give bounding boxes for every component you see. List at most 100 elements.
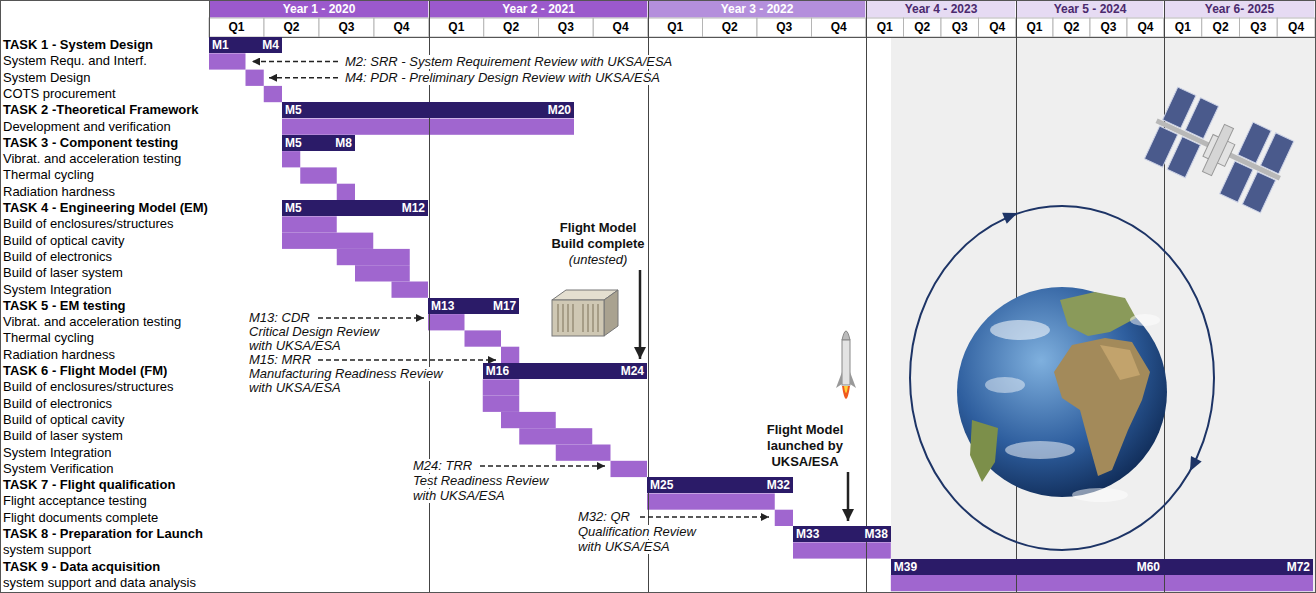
quarter-header: Q4 — [989, 18, 1005, 37]
subtask-name: System Integration — [3, 282, 111, 298]
quarter-header-cell — [593, 18, 648, 37]
subtask-bar — [246, 70, 264, 86]
subtask-bar — [483, 396, 520, 412]
review-callout: M2: SRR - System Requirement Review with… — [343, 55, 674, 69]
task-heading: TASK 1 - System Design — [3, 37, 153, 53]
subtask-bar — [483, 379, 520, 395]
grid-line — [209, 37, 1315, 38]
milestone-label: M72 — [1287, 559, 1310, 575]
subtask-name: Build of laser system — [3, 265, 123, 281]
year-header: Year 3 - 2022 — [721, 0, 794, 18]
quarter-header-cell — [904, 18, 942, 37]
quarter-header: Q2 — [1213, 18, 1229, 37]
subtask-name: Flight acceptance testing — [3, 493, 147, 509]
review-callout: Manufacturing Readiness Review — [247, 367, 445, 381]
quarter-header: Q1 — [667, 18, 683, 37]
subtask-bar — [891, 575, 1313, 591]
milestone-label: M38 — [864, 526, 887, 542]
task-heading: TASK 2 -Theoretical Framework — [3, 102, 199, 118]
milestone-label: M17 — [493, 298, 516, 314]
subtask-name: Radiation hardness — [3, 347, 115, 363]
quarter-header-cell — [1277, 18, 1315, 37]
earth-globe — [1072, 488, 1128, 502]
rocket — [836, 372, 842, 388]
quarter-header-cell — [264, 18, 319, 37]
review-callout: M13: CDR — [247, 311, 312, 325]
quarter-header-cell — [539, 18, 594, 37]
orbit-illustration — [910, 206, 1214, 550]
quarter-header: Q2 — [914, 18, 930, 37]
task-heading: TASK 8 - Preparation for Launch — [3, 526, 203, 542]
quarter-header-cell — [1164, 18, 1202, 37]
subtask-name: Build of electronics — [3, 396, 112, 412]
quarter-header: Q4 — [1288, 18, 1304, 37]
subtask-bar — [392, 282, 429, 298]
quarter-header: Q4 — [613, 18, 629, 37]
future-period-shade — [891, 37, 1315, 592]
earth-globe — [970, 420, 998, 482]
subtask-name: System Verification — [3, 461, 114, 477]
review-callout: with UKSA/ESA — [411, 489, 507, 503]
flight-model-unit — [604, 290, 618, 336]
subtask-bar — [282, 119, 574, 135]
quarter-header: Q2 — [503, 18, 519, 37]
subtask-bar — [282, 233, 373, 249]
subtask-name: System Design — [3, 70, 90, 86]
subtask-name: Build of electronics — [3, 249, 112, 265]
leader-arrow — [639, 270, 642, 359]
year-divider — [1016, 0, 1017, 593]
year-divider — [866, 0, 867, 593]
quarter-header: Q1 — [228, 18, 244, 37]
quarter-header-cell — [941, 18, 979, 37]
review-callout: with UKSA/ESA — [247, 381, 343, 395]
subtask-bar — [337, 184, 355, 200]
year-header: Year 6- 2025 — [1205, 0, 1274, 18]
quarter-header: Q1 — [1175, 18, 1191, 37]
quarter-header-cell — [1090, 18, 1127, 37]
milestone-label: M5 — [285, 135, 302, 151]
quarter-header: Q4 — [393, 18, 409, 37]
subtask-name: Radiation hardness — [3, 184, 115, 200]
milestone-label: M20 — [548, 102, 571, 118]
subtask-name: System Integration — [3, 445, 111, 461]
milestone-label: M25 — [650, 477, 673, 493]
rocket — [842, 386, 850, 399]
annotation-text: (untested) — [567, 253, 630, 267]
quarter-header-cell — [1240, 18, 1278, 37]
year-header-cell — [648, 0, 866, 18]
subtask-bar — [501, 412, 556, 428]
subtask-name: Thermal cycling — [3, 167, 94, 183]
milestone-label: M60 — [1137, 559, 1160, 575]
flight-model-unit — [552, 300, 604, 336]
leader-arrow — [480, 465, 605, 467]
space-station — [1242, 172, 1275, 213]
quarter-header-cell — [1016, 18, 1053, 37]
orbit-illustration — [1185, 456, 1202, 474]
subtask-bar — [355, 265, 410, 281]
milestone-label: M8 — [335, 135, 352, 151]
milestone-label: M33 — [796, 526, 819, 542]
quarter-header-cell — [757, 18, 812, 37]
year-header: Year 2 - 2021 — [502, 0, 575, 18]
subtask-name: System Requ. and Interf. — [3, 53, 147, 69]
flight-model-unit — [552, 290, 618, 336]
quarter-header: Q3 — [952, 18, 968, 37]
annotation-text: Build complete — [549, 237, 646, 251]
subtask-bar — [282, 151, 300, 167]
earth-globe — [957, 287, 1167, 502]
earth-globe — [1054, 338, 1150, 476]
earth-globe — [1005, 441, 1075, 459]
review-callout: Qualification Review — [576, 525, 698, 539]
subtask-name: Build of enclosures/structures — [3, 216, 174, 232]
review-callout: M15: MRR — [247, 353, 313, 367]
milestone-bar: M5 M20 — [282, 102, 574, 118]
subtask-name: system support and data analysis — [3, 575, 196, 591]
quarter-header: Q3 — [776, 18, 792, 37]
review-callout: M32: QR — [576, 510, 632, 524]
subtask-name: Build of optical cavity — [3, 233, 124, 249]
milestone-label: M5 — [285, 102, 302, 118]
flight-model-unit — [558, 304, 598, 332]
subtask-bar — [337, 249, 410, 265]
